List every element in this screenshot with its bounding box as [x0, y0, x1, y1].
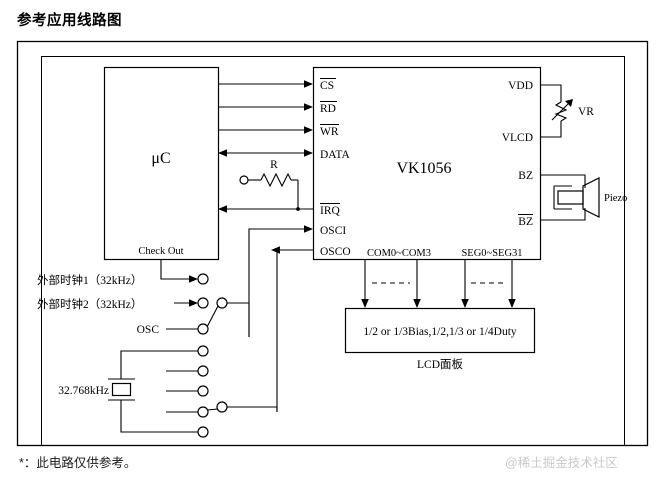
lcd-panel-label: 1/2 or 1/3Bias,1/2,1/3 or 1/4Duty — [363, 326, 517, 338]
osc-source-label: OSC — [137, 324, 160, 336]
footnote-text: *：此电路仅供参考。 — [19, 456, 137, 470]
switch-contact-x2[interactable] — [197, 365, 209, 377]
watermark-text: @稀土掘金技术社区 — [505, 456, 618, 470]
vk1056-label: VK1056 — [396, 160, 451, 177]
clock-select-switch — [166, 273, 249, 335]
wire-osci — [248, 225, 313, 337]
pin-seg-group: SEG0~SEG31 — [461, 248, 522, 259]
wire-osco — [271, 246, 313, 412]
svg-text:RD: RD — [320, 103, 336, 115]
switch-pivot-lower[interactable] — [216, 401, 228, 413]
switch-contact-x4[interactable] — [197, 406, 209, 418]
inner-frame — [41, 56, 625, 446]
page-title: 参考应用线路图 — [17, 13, 122, 29]
pin-data: DATA — [320, 149, 350, 161]
svg-text:VDD: VDD — [508, 80, 533, 92]
pin-vdd: VDD — [508, 80, 533, 92]
wire-wr — [218, 126, 313, 134]
switch-pivot-upper[interactable] — [216, 297, 228, 309]
wire-cs — [218, 80, 313, 88]
pin-vlcd: VLCD — [502, 132, 533, 144]
svg-text:IRQ: IRQ — [320, 205, 341, 217]
lcd-panel-caption: LCD面板 — [417, 357, 463, 371]
piezo-label: Piezo — [604, 193, 627, 204]
switch-contact-osc[interactable] — [197, 323, 209, 335]
variable-resistor-vr: VR — [540, 84, 594, 138]
vk1056-block — [312, 66, 542, 261]
mcu-sub-label: Check Out — [138, 246, 183, 257]
pin-cs: CS — [320, 78, 336, 92]
pullup-resistor: R — [239, 159, 299, 209]
svg-text:BZ: BZ — [518, 216, 533, 228]
vr-label: VR — [578, 106, 594, 118]
pin-irq: IRQ — [320, 203, 341, 217]
lcd-panel-block — [344, 307, 536, 354]
svg-text:OSCI: OSCI — [320, 225, 346, 237]
pin-osco: OSCO — [320, 246, 351, 258]
wire-data — [218, 149, 313, 157]
svg-text:DATA: DATA — [320, 149, 350, 161]
pin-wr: WR — [320, 124, 339, 138]
switch-contact-x5[interactable] — [197, 426, 209, 438]
crystal-select-switch — [166, 345, 277, 438]
pin-osci: OSCI — [320, 225, 346, 237]
pin-bz-inverted: BZ — [518, 214, 533, 228]
piezo-buzzer: Piezo — [540, 174, 627, 221]
wire-ext-clock-2 — [174, 299, 198, 307]
svg-text:WR: WR — [320, 126, 339, 138]
svg-text:VLCD: VLCD — [502, 132, 533, 144]
mcu-label: μC — [151, 150, 170, 167]
wire-irq — [218, 205, 313, 213]
switch-contact-ext2[interactable] — [197, 297, 209, 309]
pin-rd: RD — [320, 101, 337, 115]
pin-com-group: COM0~COM3 — [367, 248, 431, 259]
svg-text:CS: CS — [320, 80, 334, 92]
svg-text:BZ: BZ — [518, 170, 533, 182]
wire-check-out — [160, 259, 198, 283]
switch-contact-x3[interactable] — [197, 385, 209, 397]
crystal-label: 32.768kHz — [58, 385, 109, 397]
clock-source-1-label: 外部时钟1（32kHz） — [37, 273, 142, 287]
resistor-label: R — [270, 159, 278, 171]
switch-contact-x1[interactable] — [197, 345, 209, 357]
crystal-oscillator: 32.768kHz — [58, 350, 198, 433]
com-seg-bus — [361, 260, 516, 308]
wire-rd — [218, 103, 313, 111]
svg-text:OSCO: OSCO — [320, 246, 351, 258]
pin-bz: BZ — [518, 170, 533, 182]
switch-contact-ext1[interactable] — [197, 273, 209, 285]
clock-source-2-label: 外部时钟2（32kHz） — [37, 297, 142, 311]
